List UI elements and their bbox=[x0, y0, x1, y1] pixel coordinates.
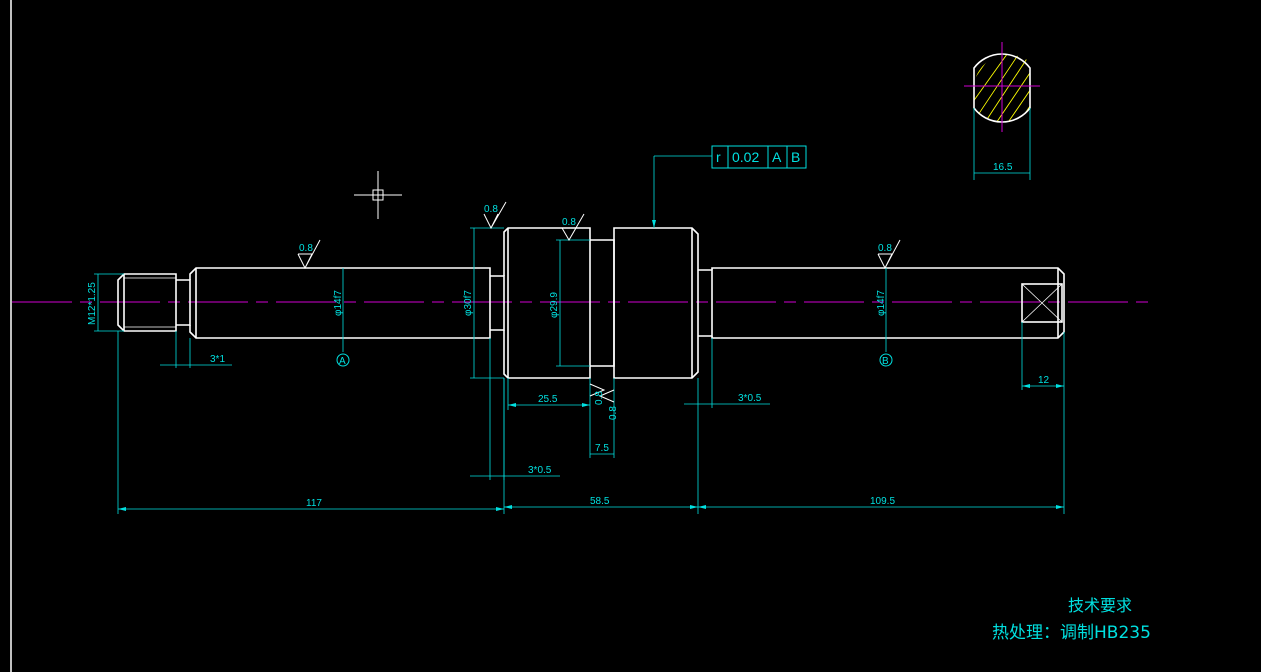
fcf-datum-b: B bbox=[791, 149, 800, 165]
shoulder-chamfer-label: 3*0.5 bbox=[528, 465, 552, 476]
right-chamfer-label: 3*0.5 bbox=[738, 393, 762, 404]
section-view bbox=[964, 42, 1040, 180]
notes-line1: 热处理：调制HB235 bbox=[992, 623, 1151, 643]
datum-b-label: B bbox=[882, 356, 889, 367]
groove-diameter-label: φ29.9 bbox=[549, 292, 560, 318]
roughness-label-3: 0.8 bbox=[562, 217, 576, 228]
total-left-label: 117 bbox=[306, 498, 322, 509]
groove-length-label: 25.5 bbox=[538, 394, 558, 405]
cursor-crosshair-icon bbox=[354, 171, 402, 219]
total-right-label: 109.5 bbox=[870, 496, 895, 507]
roughness-label-4: 0.8 bbox=[878, 243, 892, 254]
roughness-label-2: 0.8 bbox=[484, 204, 498, 215]
notes-title: 技术要求 bbox=[1068, 596, 1132, 615]
feature-control-frame bbox=[711, 145, 807, 169]
roughness-label-1: 0.8 bbox=[299, 243, 313, 254]
groove-width-label: 7.5 bbox=[595, 443, 609, 454]
undercut-dim-label: 3*1 bbox=[210, 354, 225, 365]
dimension-lines bbox=[94, 155, 1065, 514]
roughness-label-6: 0.8 bbox=[608, 406, 619, 420]
left-journal-diameter-label: φ14f7 bbox=[333, 290, 344, 316]
flat-length-label: 12 bbox=[1038, 375, 1050, 386]
datum-markers bbox=[336, 353, 893, 367]
section-width-label: 16.5 bbox=[993, 162, 1013, 173]
middle-length-label: 58.5 bbox=[590, 496, 610, 507]
fcf-datum-a: A bbox=[772, 149, 782, 165]
arrowheads bbox=[118, 220, 1064, 511]
roughness-symbols bbox=[297, 201, 901, 403]
thread-diameter-label: M12*1.25 bbox=[87, 282, 98, 325]
fcf-tolerance: 0.02 bbox=[732, 149, 759, 165]
right-journal-diameter-label: φ14f7 bbox=[876, 290, 887, 316]
shoulder-diameter-label: φ30f7 bbox=[463, 290, 474, 316]
fcf-symbol: r bbox=[716, 149, 721, 165]
datum-a-label: A bbox=[339, 356, 346, 367]
shaft-outline bbox=[117, 227, 1065, 379]
roughness-label-5: 0.8 bbox=[594, 391, 605, 405]
